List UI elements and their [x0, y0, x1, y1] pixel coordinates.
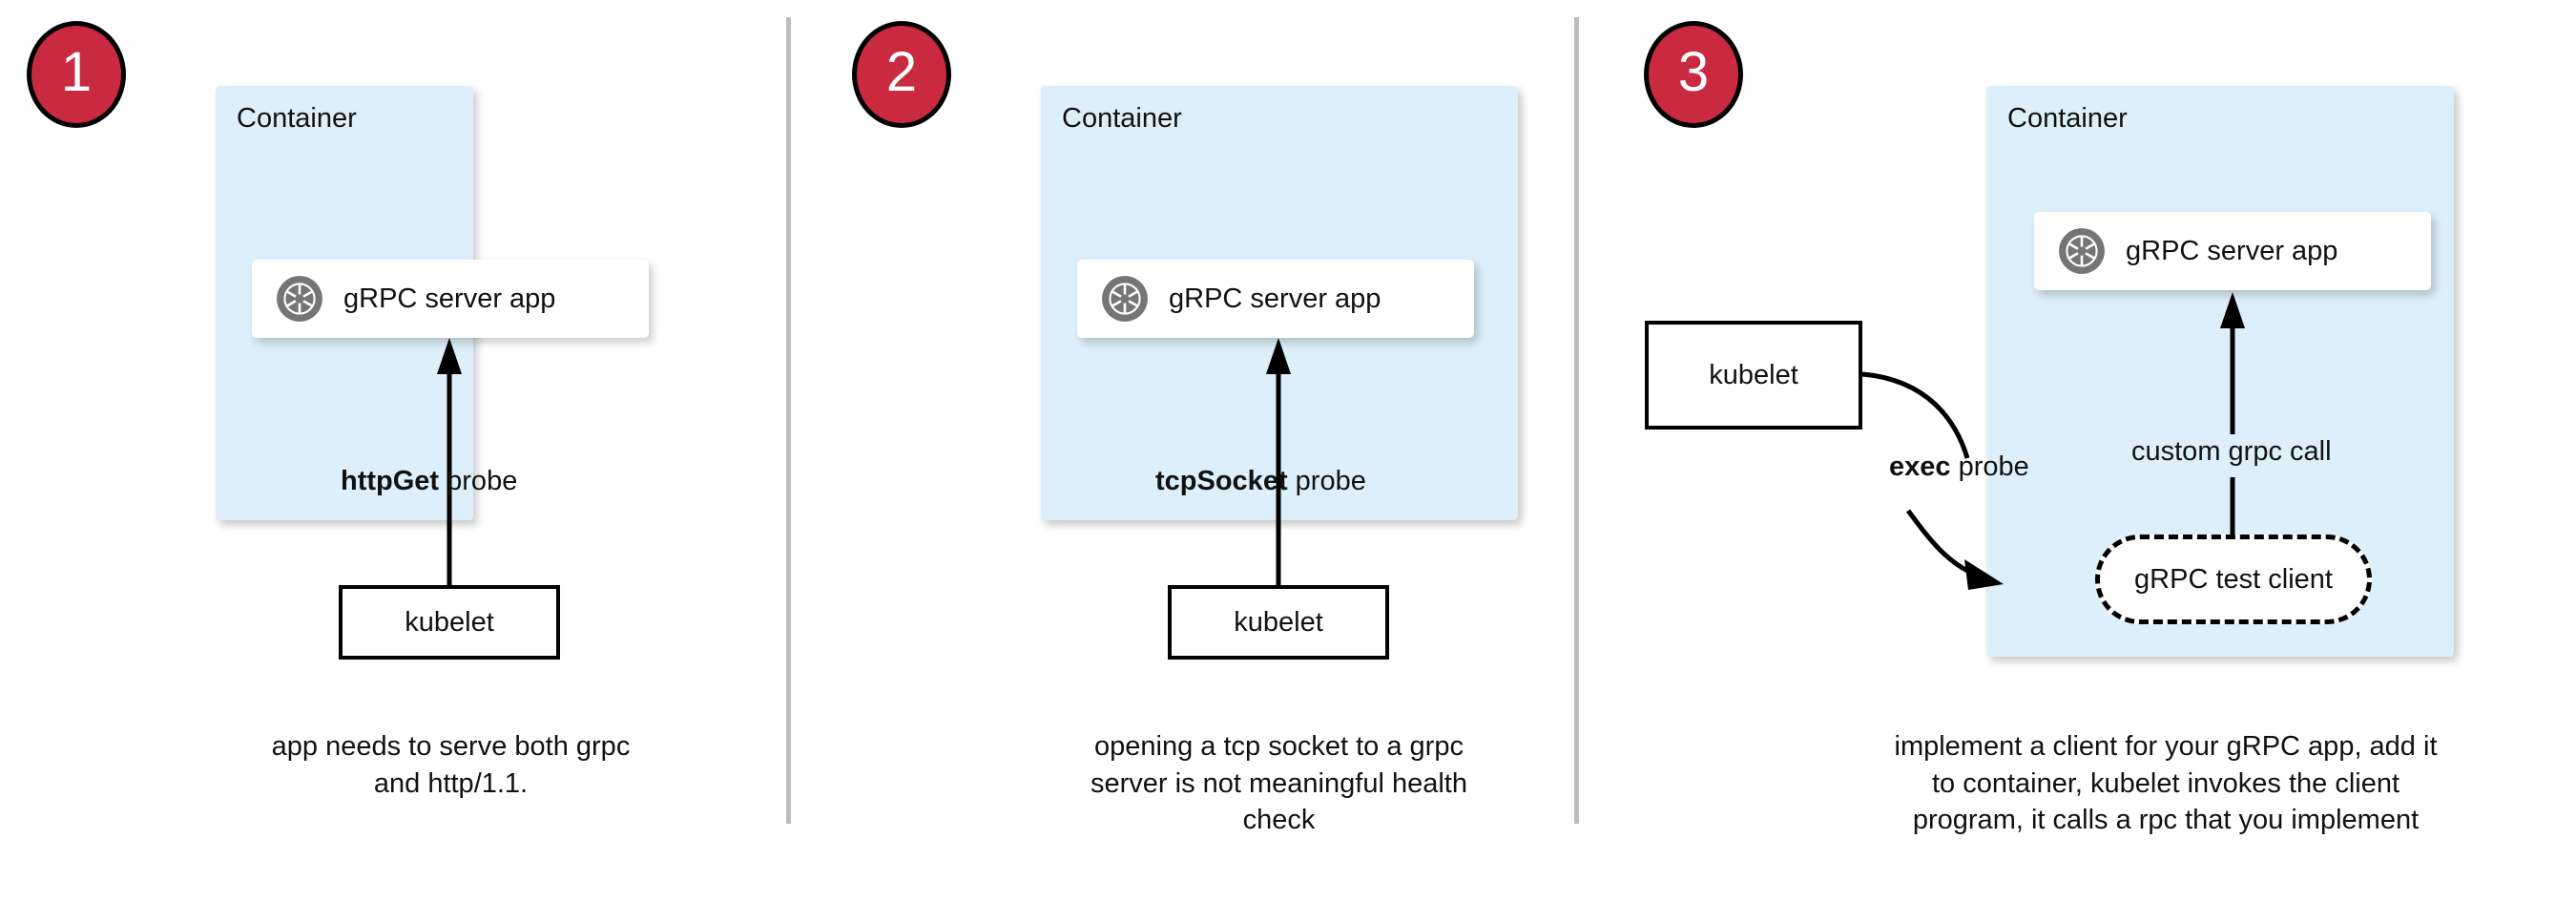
grpc-server-app-label-1: gRPC server app: [343, 283, 556, 314]
grpc-server-app-card-2: gRPC server app: [1077, 260, 1474, 338]
grpc-server-app-label-2: gRPC server app: [1169, 283, 1381, 314]
grpc-logo-icon: [1102, 276, 1148, 322]
step-number-3: 3: [1677, 41, 1710, 103]
caption-line: program, it calls a rpc that you impleme…: [1912, 805, 2420, 836]
kubelet-label-3: kubelet: [1709, 359, 1798, 390]
caption-line: to container, kubelet invokes the client: [1931, 767, 2400, 799]
httpget-probe-label-bold: httpGet: [341, 466, 440, 496]
step-badge-1: 1: [27, 21, 126, 128]
kubelet-box-2: kubelet: [1168, 585, 1389, 660]
caption-line: implement a client for your gRPC app, ad…: [1894, 731, 2438, 762]
container-label-3: Container: [2007, 103, 2128, 134]
exec-probe-label: exec probe: [1889, 451, 2029, 483]
tcpsocket-probe-label-rest: probe: [1287, 466, 1366, 496]
grpc-server-app-label-3: gRPC server app: [2126, 235, 2338, 266]
exec-probe-label-bold: exec: [1889, 451, 1951, 482]
step-badge-3: 3: [1644, 21, 1743, 128]
container-label-1: Container: [237, 103, 357, 134]
panel-caption-3: implement a client for your gRPC app, ad…: [1813, 728, 2519, 839]
kubelet-label-2: kubelet: [1234, 606, 1323, 638]
step-number-1: 1: [60, 41, 93, 103]
tcpsocket-probe-label: tcpSocket probe: [1155, 466, 1366, 497]
container-label-2: Container: [1062, 103, 1182, 134]
tcpsocket-probe-label-bold: tcpSocket: [1155, 466, 1288, 496]
step-number-2: 2: [885, 41, 918, 103]
grpc-logo-icon: [277, 276, 322, 322]
grpc-test-client-label: gRPC test client: [2134, 563, 2333, 595]
caption-line: opening a tcp socket to a grpc: [1094, 731, 1464, 762]
caption-line: app needs to serve both grpc: [271, 731, 631, 762]
exec-probe-label-rest: probe: [1950, 451, 2029, 482]
caption-line: and http/1.1.: [373, 767, 529, 799]
kubelet-box-3: kubelet: [1645, 321, 1862, 430]
grpc-test-client-box: gRPC test client: [2095, 535, 2372, 624]
panel-divider-1: [786, 17, 791, 824]
step-badge-2: 2: [852, 21, 951, 128]
grpc-logo-icon: [2059, 228, 2105, 274]
caption-line: check: [1242, 805, 1316, 836]
caption-line: server is not meaningful health: [1091, 767, 1467, 799]
kubelet-label-1: kubelet: [405, 606, 494, 638]
panel-divider-2: [1574, 17, 1579, 824]
panel-caption-2: opening a tcp socket to a grpc server is…: [1024, 728, 1534, 839]
custom-grpc-call-label: custom grpc call: [2131, 436, 2332, 467]
grpc-server-app-card-1: gRPC server app: [252, 260, 649, 338]
kubelet-box-1: kubelet: [339, 585, 560, 660]
panel-caption-1: app needs to serve both grpc and http/1.…: [196, 728, 706, 802]
httpget-probe-label-rest: probe: [439, 466, 518, 496]
httpget-probe-label: httpGet probe: [341, 466, 517, 497]
grpc-server-app-card-3: gRPC server app: [2034, 212, 2431, 290]
